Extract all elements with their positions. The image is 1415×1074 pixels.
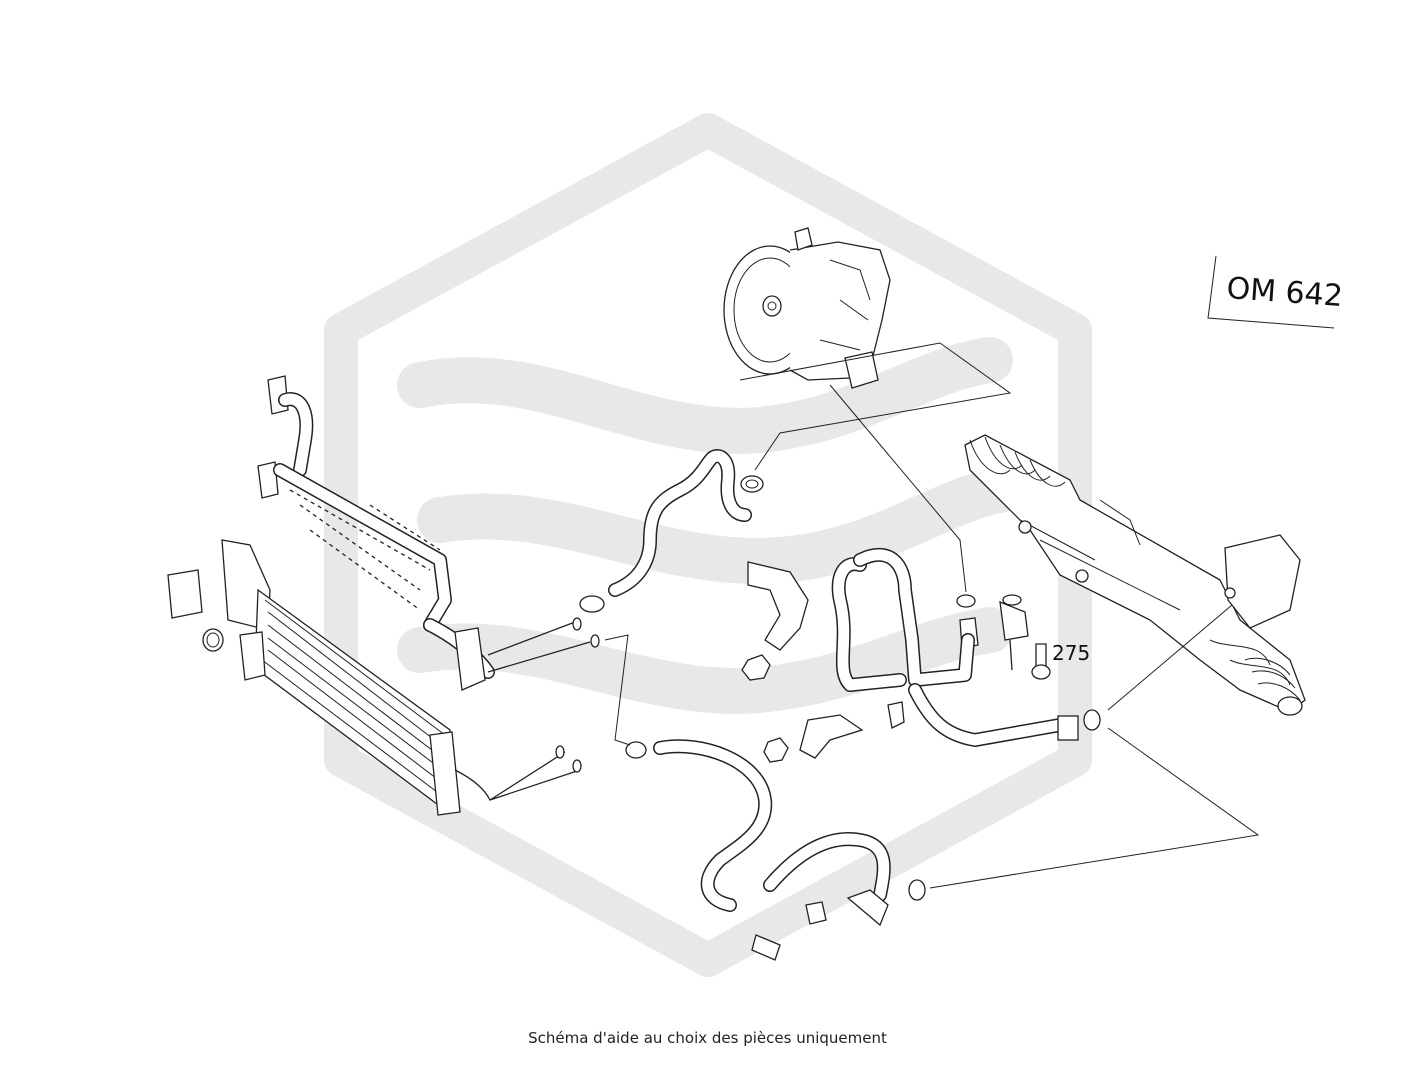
bracket-parts — [741, 561, 979, 763]
steering-rack — [964, 434, 1306, 716]
pressure-hose-upper — [831, 547, 1101, 747]
part-number-label: 275 — [1052, 641, 1090, 665]
leader-lines — [604, 342, 1260, 889]
caption: Schéma d'aide au choix des pièces unique… — [528, 1029, 887, 1047]
lower-oil-cooler — [167, 539, 582, 816]
pump-return-hose — [579, 449, 764, 613]
watermark-logo-icon — [324, 113, 1092, 977]
power-steering-pump — [723, 227, 891, 389]
pressure-hose-lower — [625, 739, 926, 961]
upper-oil-cooler — [257, 375, 600, 691]
engine-label: OM 642 — [1225, 271, 1343, 314]
engine-label-box: OM 642 — [1207, 255, 1344, 329]
